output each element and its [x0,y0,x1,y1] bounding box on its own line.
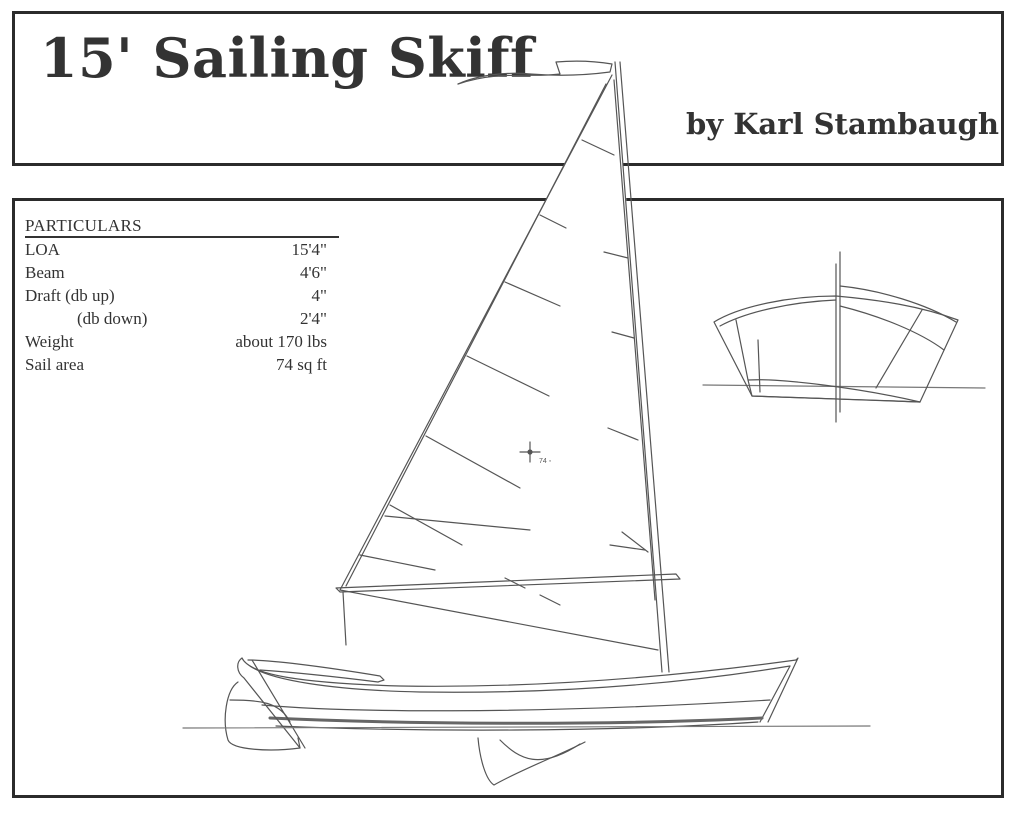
particulars-row-draft-up: Draft (db up) 4" [25,284,339,307]
row-value: 4" [311,286,327,305]
row-label: Draft (db up) [25,286,115,305]
row-label: (db down) [77,309,148,328]
boom [335,573,681,593]
row-value: about 170 lbs [235,332,327,351]
row-label: Beam [25,263,65,282]
row-value: 74 sq ft [276,355,327,374]
particulars-row-beam: Beam 4'6" [25,261,339,284]
title-frame [12,11,1004,166]
particulars-row-loa: LOA 15'4" [25,238,339,261]
sail [339,74,659,651]
center-of-effort-marker [519,441,541,463]
body-plan-section [702,251,986,423]
masthead-pennant [457,60,613,85]
sail-area-mark-label: 74 ◦ [539,458,551,465]
row-value: 15'4" [291,240,327,259]
sail-backing [340,70,660,590]
mast [614,61,670,673]
particulars-heading: PARTICULARS [25,216,339,238]
row-label: Sail area [25,355,84,374]
drawing-frame [12,198,1004,798]
particulars-row-weight: Weight about 170 lbs [25,330,339,353]
row-label: Weight [25,332,74,351]
row-label: LOA [25,240,60,259]
page-title: 15' Sailing Skiff [40,26,534,90]
particulars-row-sail-area: Sail area 74 sq ft [25,353,339,376]
row-value: 4'6" [299,263,327,282]
particulars-row-draft-down: (db down) 2'4" [25,307,339,330]
hull [224,657,799,786]
row-value: 2'4" [299,309,327,328]
designer-byline: by Karl Stambaugh [686,107,999,141]
particulars-table: PARTICULARS LOA 15'4" Beam 4'6" Draft (d… [25,216,339,376]
waterline [182,725,871,729]
